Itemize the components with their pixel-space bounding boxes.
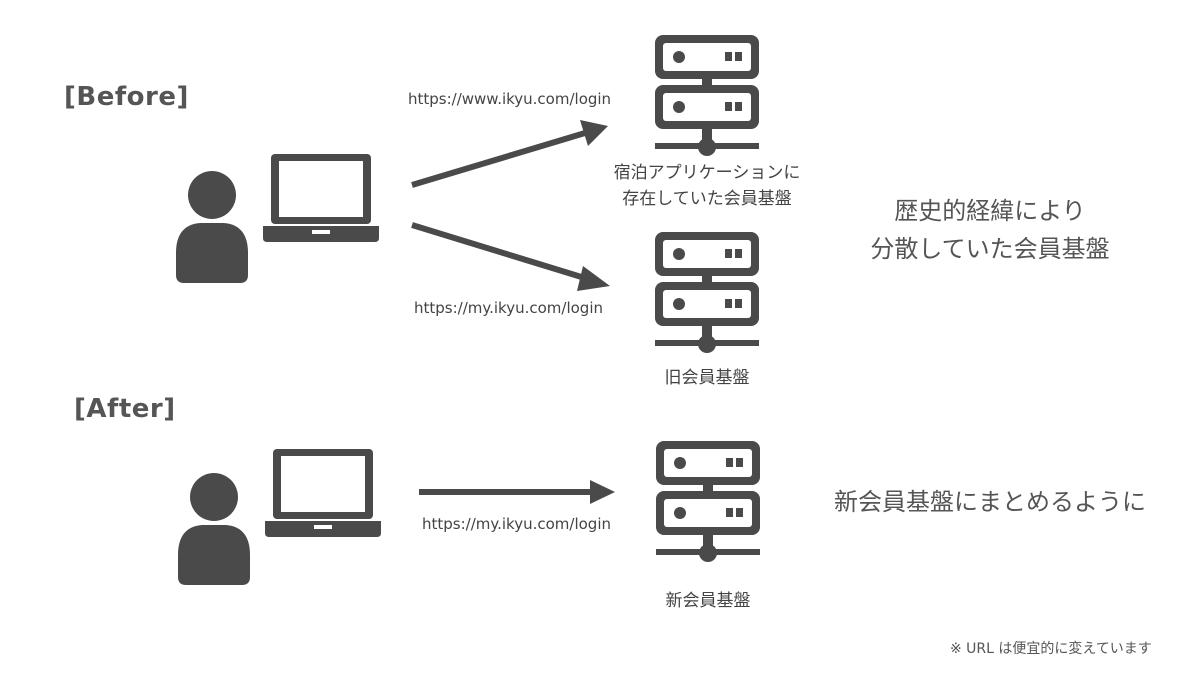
footnote: ※ URL は便宜的に変えています [950,641,1152,657]
before-user-icon [176,171,248,283]
before-server-top-label-line1: 宿泊アプリケーションに [613,163,801,183]
after-server-label: 新会員基盤 [665,591,751,611]
after-laptop-icon [265,449,381,537]
before-server-top-icon [655,35,759,156]
before-laptop-icon [263,154,379,242]
before-note: 歴史的経緯により 分散していた会員基盤 [840,192,1140,268]
after-heading: [After] [74,394,176,424]
after-user-icon [178,473,250,585]
after-note: 新会員基盤にまとめるように [834,488,1146,516]
before-note-line2: 分散していた会員基盤 [870,235,1110,263]
after-url: https://my.ikyu.com/login [422,515,611,533]
before-url-top: https://www.ikyu.com/login [408,90,612,108]
before-note-line1: 歴史的経緯により [894,197,1086,225]
before-url-bottom: https://my.ikyu.com/login [414,299,603,317]
after-server-icon [656,441,760,562]
before-arrow-top-icon [411,120,608,188]
before-server-top-label-line2: 存在していた会員基盤 [622,189,792,209]
before-server-top-label: 宿泊アプリケーションに 存在していた会員基盤 [587,160,827,212]
before-heading: [Before] [64,82,189,112]
after-arrow-icon [419,480,615,504]
before-arrow-bottom-icon [411,222,610,291]
before-server-bottom-label: 旧会員基盤 [664,368,750,388]
before-server-bottom-icon [655,232,759,353]
